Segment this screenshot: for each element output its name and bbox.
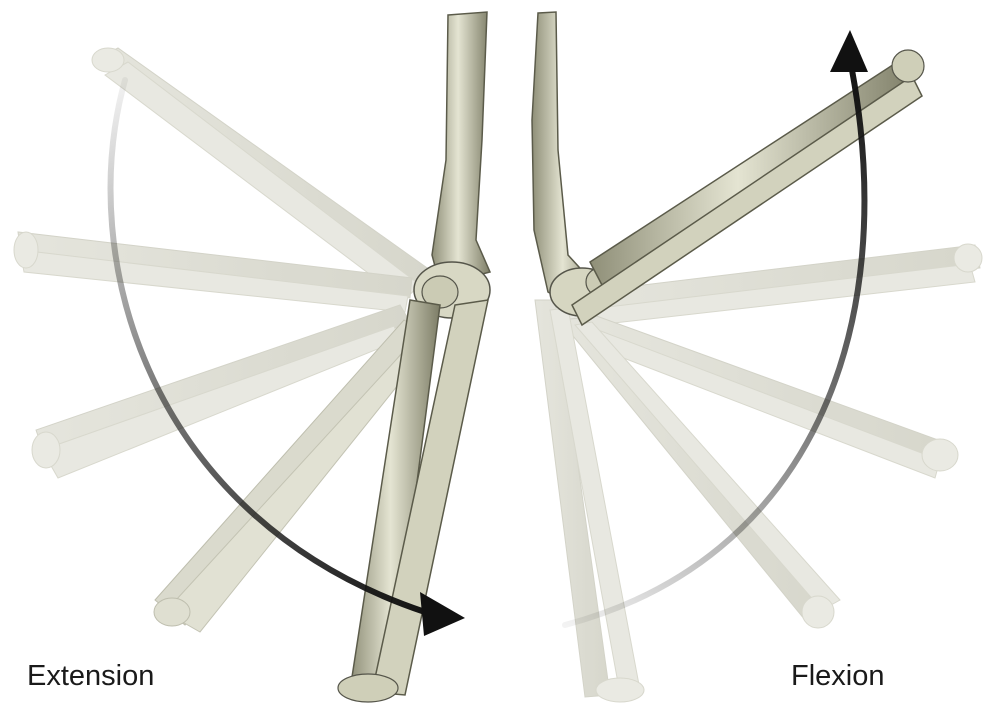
extension-solid-arm <box>338 12 490 702</box>
ghost-forearm-r4 <box>535 300 644 702</box>
flexion-arrowhead <box>830 30 868 72</box>
extension-label: Extension <box>27 662 154 691</box>
extension-ghost-forearms <box>14 48 430 632</box>
flexion-label: Flexion <box>791 662 885 691</box>
radius-right <box>590 55 918 285</box>
flexion-ghost-forearms <box>535 244 982 702</box>
humerus-right <box>532 12 600 310</box>
extension-arrowhead <box>420 592 465 636</box>
humerus-left <box>432 12 490 285</box>
